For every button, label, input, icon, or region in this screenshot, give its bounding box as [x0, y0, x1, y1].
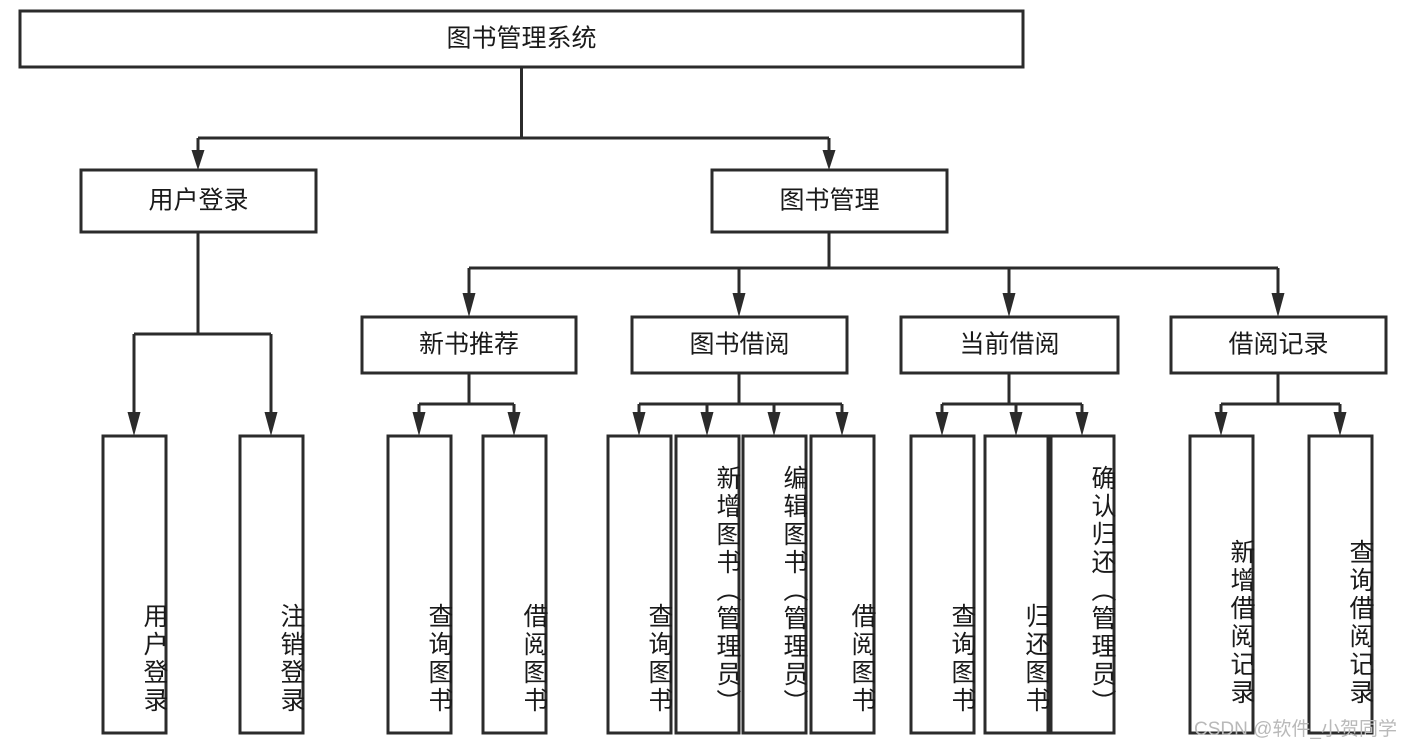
arrowhead-leaf-query-book-2: [632, 412, 646, 436]
node-user-login-label: 用户登录: [148, 187, 248, 215]
arrowhead-leaf-return-book: [1009, 412, 1023, 436]
node-leaf-return-book-rect[interactable]: [983, 434, 1050, 735]
node-borrow-record-label: 借阅记录: [1228, 331, 1328, 359]
arrowhead-leaf-edit-book: [767, 412, 781, 436]
arrowhead-leaf-user-logout: [264, 412, 278, 436]
node-book-manage-label: 图书管理: [779, 187, 879, 215]
watermark-text: CSDN @软件_小贺同学: [1194, 719, 1397, 740]
node-root-rect[interactable]: [18, 9, 1025, 69]
arrowhead-leaf-user-login: [127, 412, 141, 436]
arrowhead-new-book-rec: [462, 293, 476, 317]
arrowhead-leaf-borrow-book-1: [507, 412, 521, 436]
connector-group-new-book-rec-to-leaves: [412, 373, 521, 436]
arrowhead-current-borrow: [1002, 293, 1016, 317]
node-leaf-borrow-book-2-rect[interactable]: [809, 434, 876, 735]
node-user-login-rect[interactable]: [79, 168, 318, 234]
connector-group-borrow-record-to-leaves: [1214, 373, 1347, 436]
arrowhead-book-manage: [822, 150, 836, 170]
connector-group-user-login-to-leaves: [127, 232, 278, 436]
arrowhead-leaf-add-record: [1214, 412, 1228, 436]
node-root-label: 图书管理系统: [446, 25, 596, 53]
arrowhead-book-borrow: [732, 293, 746, 317]
node-leaf-query-book-2-rect[interactable]: [606, 434, 673, 735]
node-root[interactable]: 图书管理系统: [18, 9, 1025, 69]
node-new-book-rec[interactable]: 新书推荐: [360, 315, 578, 375]
node-book-borrow-rect[interactable]: [630, 315, 849, 375]
node-leaf-query-record-rect[interactable]: [1307, 434, 1374, 735]
arrowhead-leaf-borrow-book-2: [835, 412, 849, 436]
node-book-manage[interactable]: 图书管理: [710, 168, 949, 234]
node-book-manage-rect[interactable]: [710, 168, 949, 234]
connector-group-root-to-level2: [191, 67, 836, 170]
arrowhead-leaf-add-book: [700, 412, 714, 436]
node-current-borrow-label: 当前借阅: [959, 331, 1059, 359]
arrowhead-borrow-record: [1271, 293, 1285, 317]
node-leaf-add-book-rect[interactable]: [674, 434, 741, 735]
node-borrow-record-rect[interactable]: [1169, 315, 1388, 375]
node-leaf-edit-book-rect[interactable]: [741, 434, 808, 735]
node-leaf-user-logout-rect[interactable]: [238, 434, 305, 735]
connector-group-book-borrow-to-leaves: [632, 373, 849, 436]
node-new-book-rec-label: 新书推荐: [419, 331, 519, 359]
node-current-borrow[interactable]: 当前借阅: [899, 315, 1120, 375]
node-current-borrow-rect[interactable]: [899, 315, 1120, 375]
node-new-book-rec-rect[interactable]: [360, 315, 578, 375]
arrowhead-leaf-query-book-3: [935, 412, 949, 436]
node-user-login[interactable]: 用户登录: [79, 168, 318, 234]
node-leaf-confirm-return-rect[interactable]: [1049, 434, 1116, 735]
node-leaf-query-book-3-rect[interactable]: [909, 434, 976, 735]
arrowhead-user-login: [191, 150, 205, 170]
node-borrow-record[interactable]: 借阅记录: [1169, 315, 1388, 375]
node-leaf-borrow-book-1-rect[interactable]: [481, 434, 548, 735]
arrowhead-leaf-query-book-1: [412, 412, 426, 436]
node-leaf-user-login-rect[interactable]: [101, 434, 168, 735]
arrowhead-leaf-query-record: [1333, 412, 1347, 436]
connector-group-current-borrow-to-leaves: [935, 373, 1089, 436]
node-book-borrow-label: 图书借阅: [689, 331, 789, 359]
connector-group-book-manage-to-level3: [462, 232, 1285, 317]
node-leaf-add-record-rect[interactable]: [1188, 434, 1255, 735]
arrowhead-leaf-confirm-return: [1075, 412, 1089, 436]
node-book-borrow[interactable]: 图书借阅: [630, 315, 849, 375]
node-leaf-query-book-1-rect[interactable]: [386, 434, 453, 735]
